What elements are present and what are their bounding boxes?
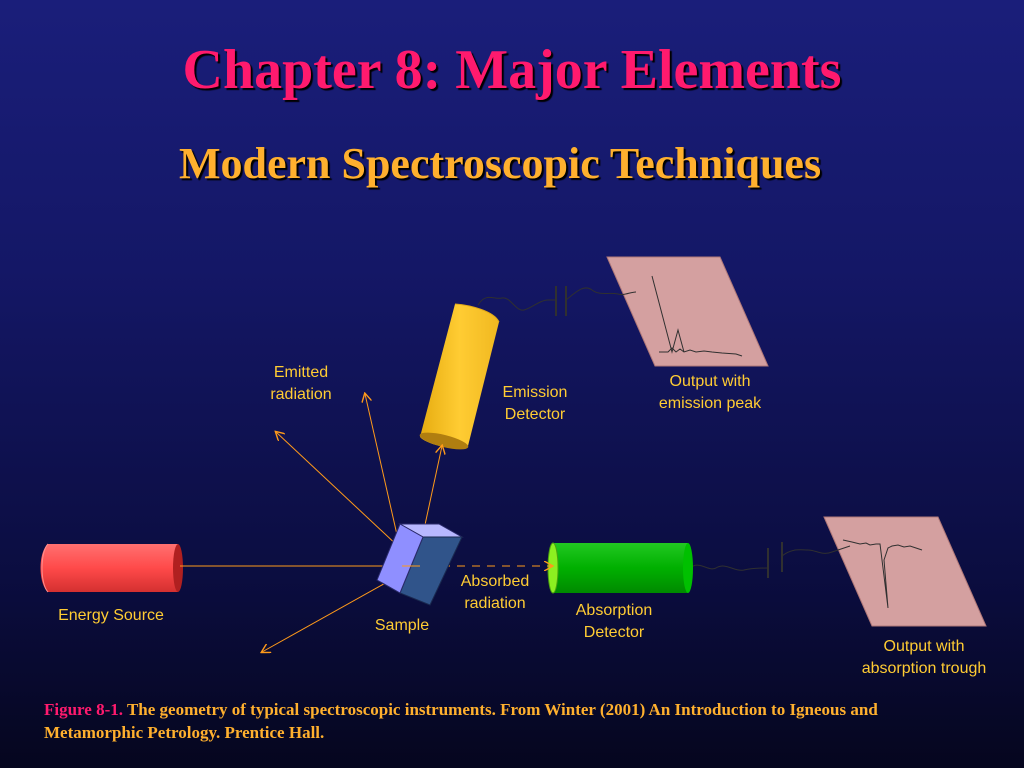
emitted-ray-2	[365, 394, 401, 549]
absorption-wire	[689, 542, 851, 578]
output-emission-label: Output with emission peak	[658, 373, 762, 412]
energy-source-label: Energy Source	[58, 607, 164, 624]
emission-detector	[419, 303, 500, 450]
figure-caption: Figure 8-1. The geometry of typical spec…	[44, 698, 964, 744]
absorption-detector	[547, 542, 693, 594]
slide-title: Chapter 8: Major Elements	[182, 39, 842, 101]
absorption-trough-trace	[842, 539, 923, 609]
emission-detector-label: Emission Detector	[502, 384, 568, 423]
output-absorption-panel	[823, 516, 987, 627]
emission-wire	[477, 286, 637, 316]
output-absorption-label: Output with absorption trough	[861, 638, 987, 677]
sample-block	[376, 523, 464, 606]
emission-peak-trace	[659, 347, 743, 357]
emitted-ray-1	[276, 432, 401, 549]
emitted-ray-4	[262, 575, 399, 652]
slide-subtitle: Modern Spectroscopic Techniques	[178, 139, 822, 188]
figure-reference: Figure 8-1.	[44, 700, 124, 719]
energy-source	[40, 543, 183, 593]
radiation-rays	[180, 394, 552, 652]
absorbed-radiation-label: Absorbed radiation	[460, 573, 530, 612]
figure-caption-text: The geometry of typical spectroscopic in…	[44, 700, 878, 742]
emitted-radiation-label: Emitted radiation	[270, 364, 332, 403]
output-emission-panel	[606, 256, 769, 367]
absorption-detector-label: Absorption Detector	[575, 602, 653, 641]
sample-label: Sample	[374, 617, 430, 634]
